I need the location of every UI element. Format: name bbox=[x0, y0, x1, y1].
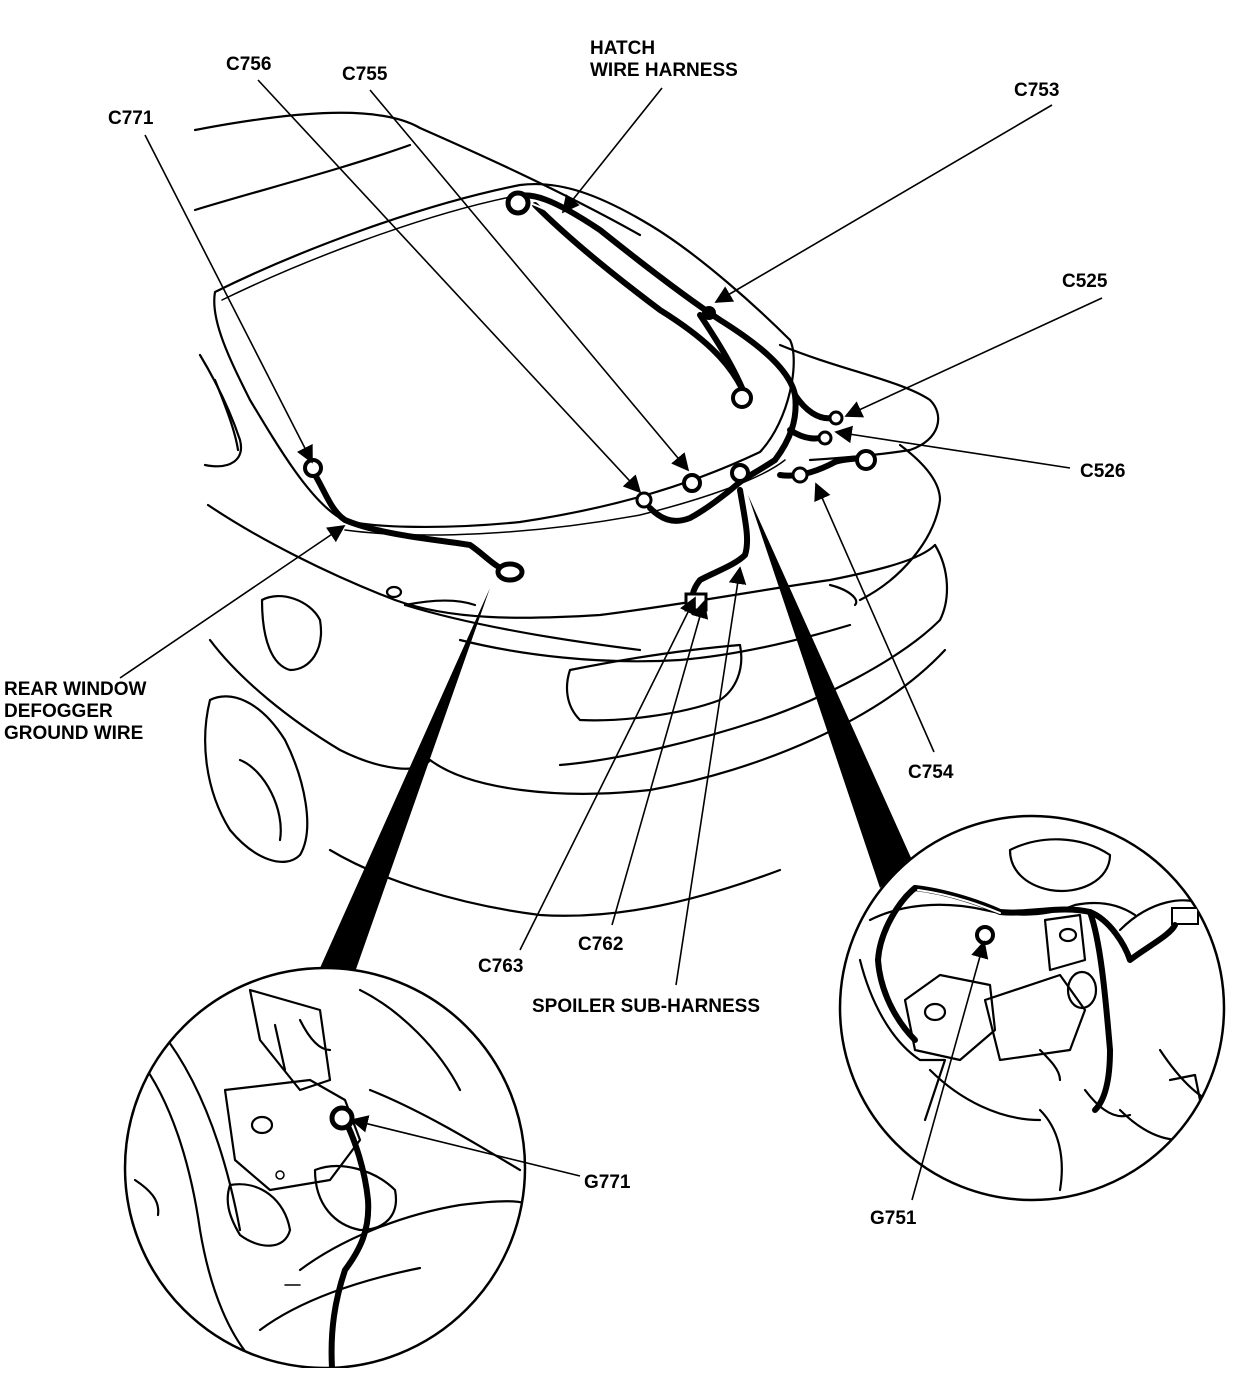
detail-circle-g771 bbox=[123, 966, 527, 1370]
hatch-wire-harness bbox=[505, 190, 877, 524]
label-rear-3: GROUND WIRE bbox=[4, 723, 143, 744]
label-c762: C762 bbox=[578, 934, 623, 955]
label-c525: C525 bbox=[1062, 271, 1108, 292]
right-callout-wedge bbox=[748, 495, 912, 888]
labels: C756 C755 HATCH WIRE HARNESS C753 C771 C… bbox=[4, 38, 1125, 1229]
label-hatch-2: WIRE HARNESS bbox=[590, 60, 738, 81]
label-c771: C771 bbox=[108, 108, 154, 129]
label-c755: C755 bbox=[342, 64, 388, 85]
label-c754: C754 bbox=[908, 762, 954, 783]
rear-window-defogger-wire bbox=[303, 458, 525, 583]
label-spoiler: SPOILER SUB-HARNESS bbox=[532, 996, 760, 1017]
label-c526: C526 bbox=[1080, 461, 1125, 482]
label-g771: G771 bbox=[584, 1172, 631, 1193]
label-g751: G751 bbox=[870, 1208, 917, 1229]
leader-lines bbox=[119, 79, 1103, 1201]
label-hatch-1: HATCH bbox=[590, 38, 655, 59]
spoiler-sub-harness bbox=[684, 487, 751, 612]
label-rear-2: DEFOGGER bbox=[4, 701, 113, 722]
label-c763: C763 bbox=[478, 956, 523, 977]
label-c756: C756 bbox=[226, 54, 271, 75]
left-callout-wedge bbox=[320, 588, 490, 972]
label-rear-1: REAR WINDOW bbox=[4, 679, 147, 700]
detail-circle-g751 bbox=[838, 814, 1226, 1202]
label-c753: C753 bbox=[1014, 80, 1059, 101]
